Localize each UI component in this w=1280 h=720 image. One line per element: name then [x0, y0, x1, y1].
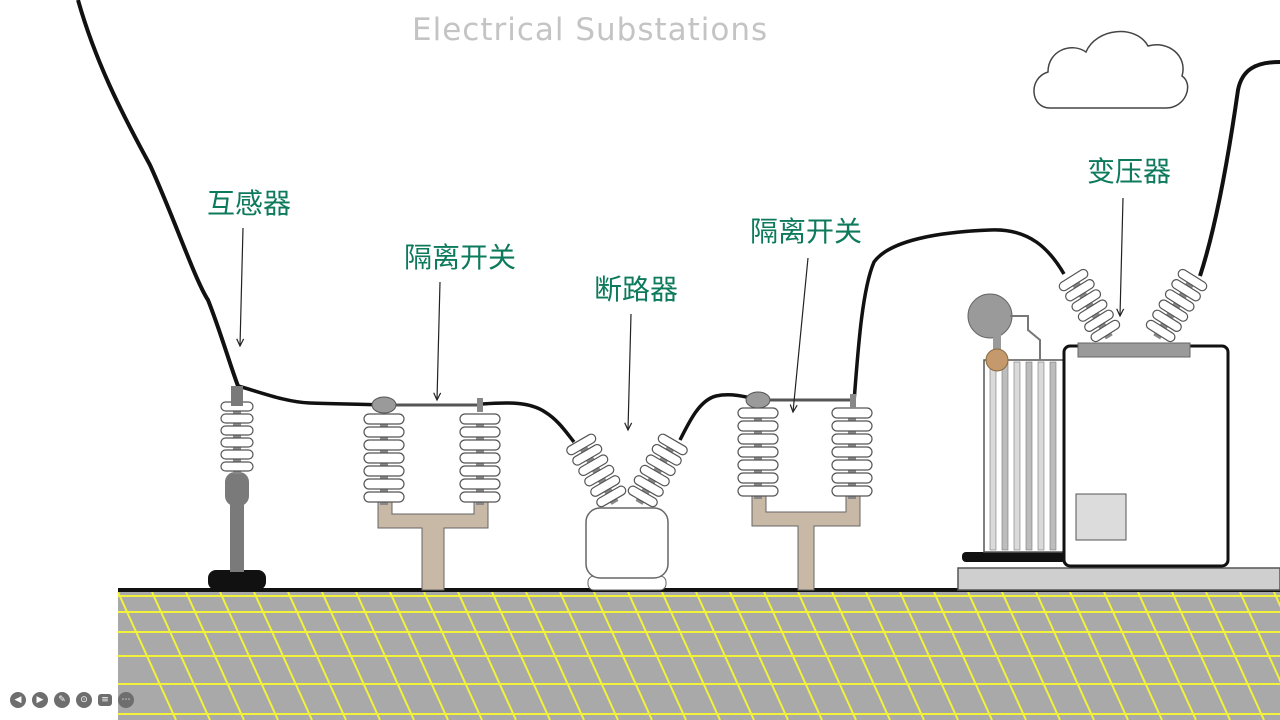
conductor-breaker-isolator [678, 393, 759, 441]
conductor-isolator-breaker [481, 401, 576, 444]
power-line-incoming [76, 0, 240, 387]
page-title: Electrical Substations [412, 12, 769, 48]
menu-icon[interactable]: ≡ [98, 694, 112, 706]
isolator-switch-right [737, 391, 873, 591]
more-options-icon[interactable]: ⋯ [118, 692, 134, 708]
isolator-switch-left [363, 396, 501, 591]
label-circuit-breaker: 断路器 [594, 273, 679, 306]
cloud-icon [1033, 30, 1189, 109]
power-transformer [1058, 268, 1230, 568]
conductor-isolator-transformer [852, 228, 1066, 403]
transformer-platform [957, 567, 1280, 591]
instrument-transformer [208, 386, 266, 590]
next-slide-icon[interactable]: ▶ [32, 692, 48, 708]
pen-icon[interactable]: ✎ [54, 692, 70, 708]
label-isolator-left: 隔离开关 [404, 241, 517, 274]
label-arrows [236, 197, 1125, 432]
label-transformer-ct: 互感器 [207, 187, 292, 220]
transformer-radiator [962, 293, 1066, 562]
label-isolator-right: 隔离开关 [750, 215, 863, 248]
power-line-outgoing [1198, 60, 1280, 277]
conductor-ct-isolator [237, 384, 385, 407]
circuit-breaker [566, 433, 688, 591]
ground-grid [117, 591, 1280, 720]
prev-slide-icon[interactable]: ◀ [10, 692, 26, 708]
ground [117, 588, 1280, 720]
label-power-transformer: 变压器 [1087, 155, 1172, 188]
zoom-icon[interactable]: ⊙ [76, 692, 92, 708]
presentation-toolbar: ◀ ▶ ✎ ⊙ ≡ ⋯ [10, 690, 134, 710]
